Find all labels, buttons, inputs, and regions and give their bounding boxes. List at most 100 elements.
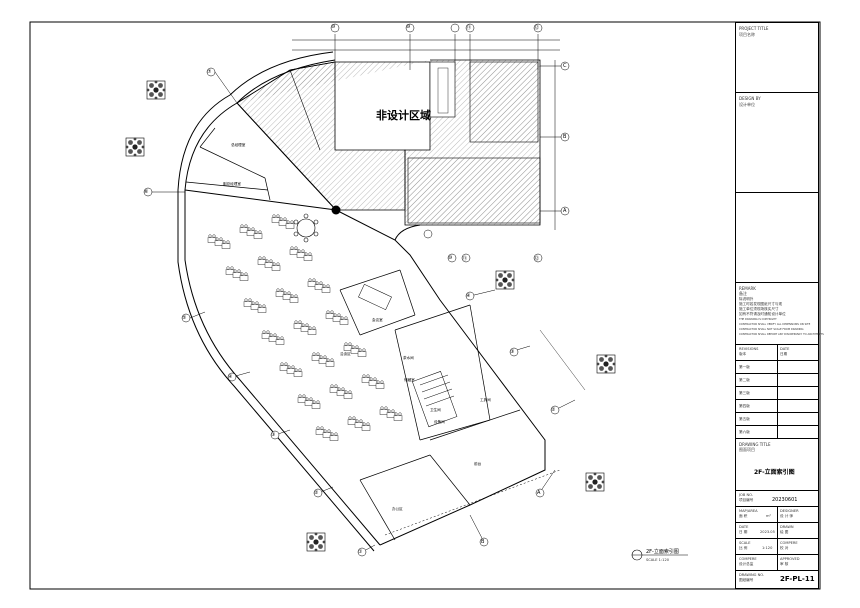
map-designer-row: MAP/AREA 面 积 m² DESIGNER 设 计 师 — [736, 507, 818, 523]
workstation-desk — [375, 380, 385, 389]
revision-row: 第一版 — [736, 361, 818, 374]
room-label-meeting: 会议室 — [372, 318, 383, 322]
workstation-desk — [289, 246, 299, 255]
workstation-desk — [303, 252, 313, 261]
job-no-label-cn: 项目编号 — [739, 498, 754, 502]
workstation-desk — [339, 316, 349, 325]
compere-label-en: COMPERE — [780, 541, 798, 545]
grid-label-top-3: ⑪ — [466, 25, 472, 31]
designer-label-en: DESIGNER — [780, 509, 799, 513]
job-no-value: 20230601 — [772, 497, 798, 503]
date2-label-cn: 日 期 — [739, 530, 748, 534]
grid-label-5: ⑤ — [182, 315, 187, 321]
grid-label-top-1: ⑩ — [331, 24, 336, 30]
room-label-wc: 卫生间 — [430, 408, 441, 412]
map-area-label-cn: 面 积 — [739, 514, 748, 518]
remark-line: CONTRACTOR SHALL VERIFY ALL DIMENSIONS O… — [739, 323, 811, 326]
compere2-label-cn: 设计总监 — [739, 562, 754, 566]
round-table — [293, 213, 319, 243]
project-title-label-en: PROJECT TITLE — [739, 26, 769, 31]
revision-row-label: 第五版 — [739, 417, 750, 421]
date-label-cn: 日期 — [780, 352, 788, 356]
compere-approved-row: COMPERE 设计总监 APPROVED 审 核 — [736, 555, 818, 571]
remark-line: CONTRACTOR SHALL REPORT ANY DISCREPANCY … — [739, 333, 824, 336]
workstation-desk — [322, 429, 332, 438]
revision-row-label: 第四版 — [739, 404, 750, 408]
revision-row-label: 第六版 — [739, 430, 750, 434]
non-design-zone-label: 非设计区域 — [376, 109, 431, 122]
workstation-desk — [332, 313, 342, 322]
plan-index-scale: SCALE 1:120 — [646, 558, 670, 562]
workstation-desk — [321, 284, 331, 293]
designer-label-cn: 设 计 师 — [780, 514, 794, 518]
workstation-desk — [275, 288, 285, 297]
compere2-label-en: COMPERE — [739, 557, 757, 561]
workstation-desk — [300, 323, 310, 332]
grid-label-diag-2: ② — [551, 407, 556, 413]
grid-label-bottom-11: ⑪ — [462, 256, 468, 262]
revisions-label-en: REVISIONS — [739, 347, 759, 351]
column-node — [331, 205, 341, 215]
drawing-title-label-en: DRAWING TITLE — [739, 442, 771, 447]
revisions-header-row: REVISIONS 版本 DATE 日期 — [736, 345, 818, 361]
workstation-desk — [278, 217, 288, 226]
workstation-desk — [329, 432, 339, 441]
workstation-desk — [261, 330, 271, 339]
date2-value: 2023.05 — [760, 530, 775, 534]
room-label-tea: 茶水间 — [403, 356, 414, 360]
drawing-no-value: 2F-PL-11 — [780, 575, 815, 583]
grid-label-bottom-12: ⑫ — [534, 256, 540, 262]
revisions-label-cn: 版本 — [739, 352, 747, 356]
workstation-desk — [357, 348, 367, 357]
date-drawn-row: DATE 日 期 2023.05 DRAWN 绘 图 — [736, 523, 818, 539]
right-grid-bubbles — [560, 61, 570, 216]
remark-line: 施工时若发现图纸尺寸与现 — [739, 302, 783, 306]
map-area-value: m² — [766, 514, 771, 518]
workstation-desk — [304, 397, 314, 406]
workstation-desk — [315, 426, 325, 435]
workstation-desk — [285, 220, 295, 229]
drawing-no-label-cn: 图纸编号 — [739, 578, 754, 582]
remark-line: THE DRAWING IS COPYRIGHT — [739, 318, 777, 321]
grid-label-diag-a: A — [537, 490, 541, 496]
top-grid-bubbles — [330, 23, 543, 33]
remark-cell: REMARK 备注 除说明外 施工时若发现图纸尺寸与现 施工单位须现场核实尺寸 … — [736, 283, 824, 345]
revision-row: 第二版 — [736, 374, 818, 387]
grid-label-top-2: ⑩ — [406, 24, 411, 30]
room-label-gm: 总经理室 — [231, 143, 246, 147]
map-area-label-en: MAP/AREA — [739, 509, 758, 513]
remark-label-en: REMARK — [739, 286, 756, 291]
drawing-title-cell: DRAWING TITLE 图面项目 2F-立面索引图 — [736, 439, 818, 491]
design-by-label-cn: 设计单位 — [739, 102, 755, 107]
room-label-talk: 洽谈区 — [340, 352, 351, 356]
revision-row: 第四版 — [736, 400, 818, 413]
remark-line: 如有不符请及时通知设计单位 — [739, 312, 786, 316]
job-no-row: JOB NO. 项目编号 20230601 — [736, 491, 818, 507]
workstation-desk — [271, 214, 281, 223]
grid-label-1: ① — [358, 549, 363, 555]
grid-label-diag-b: B — [481, 539, 485, 545]
revision-row: 第五版 — [736, 413, 818, 426]
workstation-desk — [307, 278, 317, 287]
project-title-label-cn: 项目名称 — [739, 32, 755, 37]
workstation-desk — [296, 249, 306, 258]
room-label-vgm: 副总经理室 — [223, 182, 241, 186]
date2-label-en: DATE — [739, 525, 749, 529]
scale-label-en: SCALE — [739, 541, 751, 545]
revision-row-label: 第二版 — [739, 378, 750, 382]
conference-table — [358, 283, 392, 311]
workstation-desk — [368, 377, 378, 386]
workstation-desk — [325, 310, 335, 319]
workstation-desk — [307, 326, 317, 335]
workstation-desk — [318, 355, 328, 364]
non-design-zone — [236, 59, 541, 226]
drawing-title-value: 2F-立面索引图 — [754, 469, 795, 476]
grid-label-7: ⑦ — [207, 69, 212, 75]
room-label-front: 前台 — [474, 462, 482, 466]
workstation-desk — [393, 412, 403, 421]
approved-label-cn: 审 核 — [780, 562, 789, 566]
workstation-desk — [289, 294, 299, 303]
workstation-desk — [386, 409, 396, 418]
date-label-en: DATE — [780, 347, 790, 351]
job-no-label-en: JOB NO. — [739, 493, 754, 497]
